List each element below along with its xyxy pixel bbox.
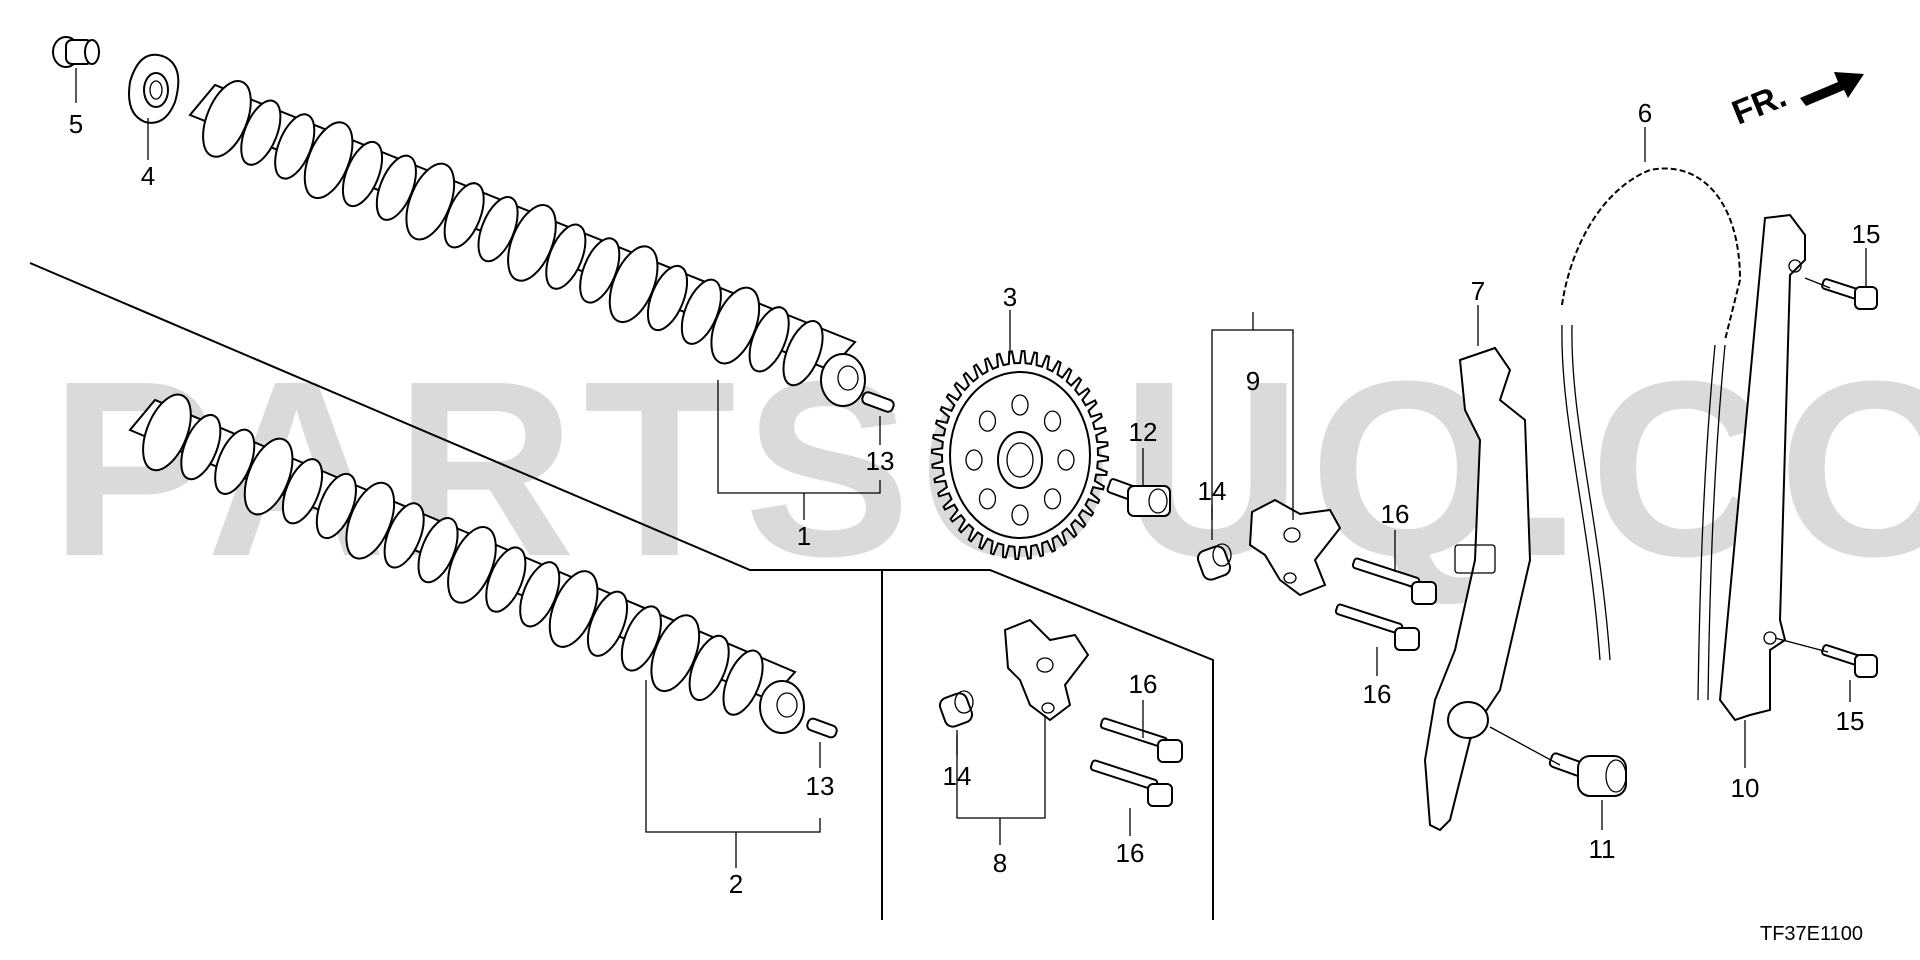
cam-lobe [545, 223, 587, 290]
part-3-sprocket [930, 349, 1110, 561]
cam-lobe [688, 634, 730, 702]
cam-lobe [240, 99, 282, 166]
sprocket-hole [978, 488, 997, 510]
part-6-timing-chain [1561, 167, 1742, 701]
callout-8: 8 [993, 848, 1007, 878]
front-arrow-icon [1800, 72, 1864, 106]
cam-lobe [485, 546, 527, 613]
callout-12: 12 [1129, 417, 1158, 447]
part-16-bolt-upper-a [1351, 557, 1437, 605]
callout-2: 2 [729, 869, 743, 899]
callout-16-lower-a: 16 [1129, 669, 1158, 699]
callout-14-upper: 14 [1198, 476, 1227, 506]
part-15-bolt-upper [1821, 278, 1878, 310]
callout-11: 11 [1589, 834, 1616, 864]
part-16-bolt-upper-b [1334, 603, 1420, 651]
cam-lobe [748, 306, 790, 373]
part-5-plug [52, 36, 100, 68]
part-11-pivot-bolt [1548, 752, 1627, 797]
callout-16-lower-b: 16 [1116, 838, 1145, 868]
callout-15-lower: 15 [1836, 706, 1865, 736]
part-13-pin-upper [861, 391, 895, 413]
callout-15-upper: 15 [1852, 219, 1881, 249]
cam-lobe [281, 458, 324, 525]
divider-line [29, 262, 1214, 920]
part-16-bolt-lower-b [1089, 759, 1173, 807]
callout-13-lower: 13 [806, 771, 835, 801]
callout-16-upper-a: 16 [1381, 499, 1410, 529]
callout-16-upper-b: 16 [1363, 679, 1392, 709]
part-4-seal [128, 53, 180, 124]
cam-lobe [782, 320, 824, 387]
part-14-collar-lower [938, 690, 974, 728]
callout-6: 6 [1638, 98, 1652, 128]
cam-lobe [586, 590, 629, 657]
callout-3: 3 [1003, 282, 1017, 312]
front-label: FR. [1727, 77, 1792, 133]
part-1-camshaft [188, 80, 866, 407]
callout-13-upper: 13 [866, 446, 895, 476]
callout-9: 9 [1246, 366, 1260, 396]
callout-1: 1 [797, 521, 811, 551]
sprocket-hole [1043, 410, 1062, 432]
cam-lobe [341, 140, 384, 208]
cam-lobe [443, 182, 485, 249]
sprocket-hole [965, 449, 983, 471]
callout-4: 4 [141, 161, 155, 191]
part-7-tensioner-arm [1423, 346, 1532, 832]
sprocket-hole [1043, 488, 1062, 510]
part-8-chain-guide-bracket [1003, 618, 1090, 722]
callout-10: 10 [1731, 773, 1760, 803]
callout-5: 5 [69, 109, 83, 139]
callout-7: 7 [1471, 276, 1485, 306]
sprocket-hole [1011, 394, 1029, 416]
cam-lobe [722, 649, 764, 716]
cam-lobe [383, 502, 425, 569]
part-2-camshaft [128, 393, 805, 734]
part-12-bolt [1106, 478, 1171, 517]
part-15-bolt-lower [1821, 644, 1878, 678]
callout-14-lower: 14 [943, 761, 972, 791]
sprocket-hole [1057, 449, 1075, 471]
sprocket-hole [1011, 504, 1029, 526]
part-9-chain-guide-bracket [1248, 498, 1342, 597]
cam-lobe [180, 413, 222, 481]
cam-lobe [646, 264, 689, 332]
part-13-pin-lower [806, 717, 838, 739]
diagram-code: TF37E1100 [1760, 923, 1863, 945]
part-16-bolt-lower-a [1099, 717, 1183, 763]
part-14-collar-upper [1196, 543, 1232, 581]
front-direction-indicator: FR. [1727, 72, 1864, 132]
sprocket-hole [978, 410, 997, 432]
